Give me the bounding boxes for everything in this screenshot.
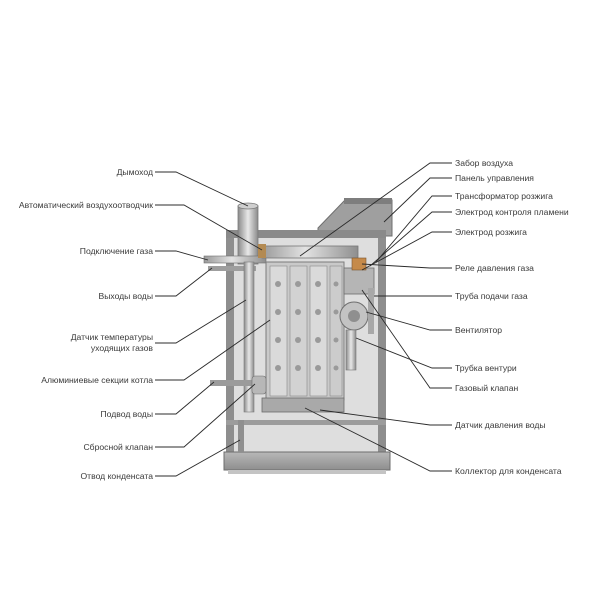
frame-post-left bbox=[226, 232, 234, 456]
label-ignition-electrode: Электрод розжига bbox=[455, 227, 527, 237]
base-shadow bbox=[228, 470, 386, 474]
water-outlet-pipe bbox=[208, 266, 256, 271]
water-inlet-pipe bbox=[210, 380, 254, 386]
label-condensate-drain: Отвод конденсата bbox=[80, 471, 153, 481]
chimney-pipe bbox=[237, 205, 259, 265]
label-water-outlets: Выходы воды bbox=[98, 291, 153, 301]
venturi-tube bbox=[345, 329, 357, 371]
frame-post-right bbox=[378, 232, 386, 456]
label-water-pressure-sensor: Датчик давления воды bbox=[455, 420, 546, 430]
aluminum-sections bbox=[265, 261, 345, 401]
label-flame-sensing-electrode: Электрод контроля пламени bbox=[455, 207, 569, 217]
label-condensate-collector: Коллектор для конденсата bbox=[455, 466, 562, 476]
label-water-inlet: Подвод воды bbox=[100, 409, 154, 419]
label-flue-gas-temp-sensor: Датчик температуры уходящих газов bbox=[70, 332, 153, 353]
boiler-base bbox=[223, 451, 391, 471]
gas-connection-pipe bbox=[203, 255, 267, 264]
label-control-panel: Панель управления bbox=[455, 173, 534, 183]
label-gas-valve: Газовый клапан bbox=[455, 383, 519, 393]
condensate-collector-tray bbox=[261, 397, 345, 413]
label-chimney: Дымоход bbox=[116, 167, 153, 177]
air-intake-top bbox=[344, 198, 392, 204]
relief-valve bbox=[251, 375, 267, 395]
label-gas-connection: Подключение газа bbox=[79, 246, 153, 256]
label-relief-valve: Сбросной клапан bbox=[83, 442, 153, 452]
label-aluminum-sections: Алюминиевые секции котла bbox=[41, 375, 153, 385]
copper-fitting bbox=[258, 244, 266, 258]
frame-mid-rail bbox=[226, 420, 386, 425]
label-air-intake: Забор воздуха bbox=[455, 158, 514, 168]
label-venturi-tube: Трубка вентури bbox=[455, 363, 517, 373]
label-gas-supply-pipe: Труба подачи газа bbox=[455, 291, 528, 301]
top-manifold bbox=[261, 245, 359, 259]
frame-top-rail bbox=[226, 230, 386, 238]
flue-sensor-pipe bbox=[243, 261, 255, 413]
leader-lines-left bbox=[155, 171, 271, 477]
fan-hub bbox=[348, 310, 360, 322]
gas-supply-pipe bbox=[368, 288, 374, 334]
condensate-drain-pipe bbox=[238, 420, 244, 452]
label-auto-air-vent: Автоматический воздухоотводчик bbox=[18, 200, 153, 210]
leader-lines-right bbox=[299, 162, 452, 472]
label-fan: Вентилятор bbox=[455, 325, 503, 335]
label-ignition-transformer: Трансформатор розжига bbox=[455, 191, 553, 201]
label-gas-pressure-relay: Реле давления газа bbox=[455, 263, 534, 273]
